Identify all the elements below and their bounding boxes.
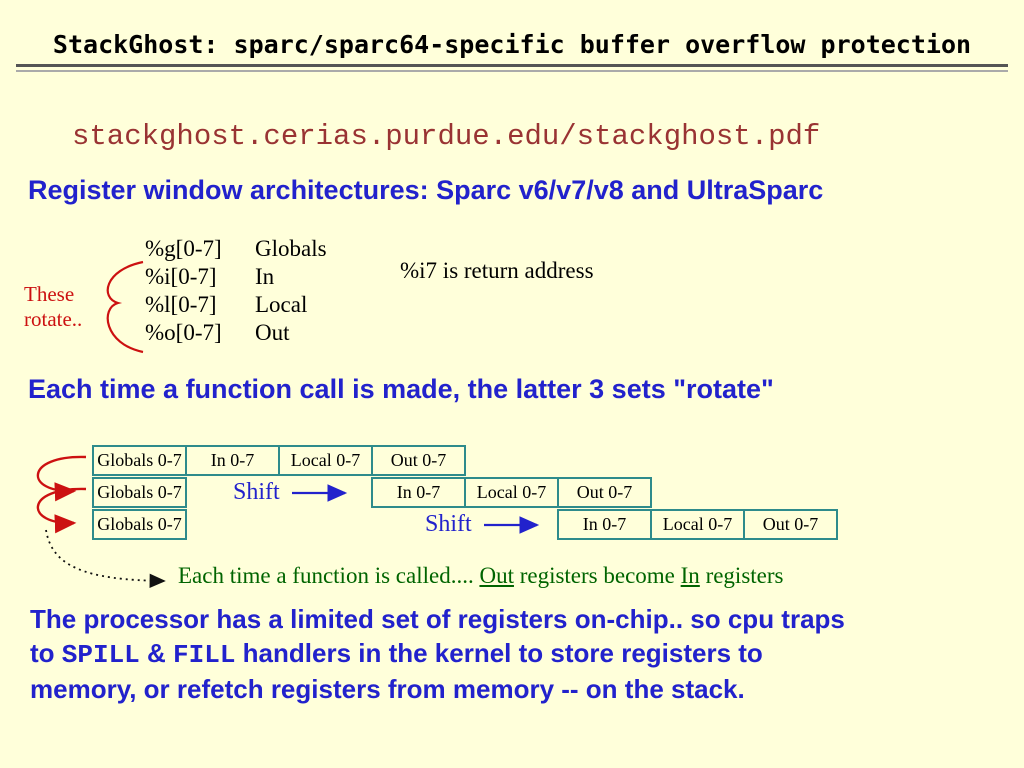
fill-keyword: FILL (173, 640, 236, 670)
register-desc: Local (255, 292, 308, 317)
register-row-local: %l[0-7] Local (145, 291, 327, 319)
para-text: & (139, 638, 174, 668)
caption-text: Each time a function is called.... (178, 563, 480, 588)
heading-rotate: Each time a function call is made, the l… (28, 374, 774, 404)
diagram-box-local: Local 0-7 (650, 509, 745, 540)
diagram-box-globals: Globals 0-7 (92, 477, 187, 508)
register-table: %g[0-7] Globals %i[0-7] In %l[0-7] Local %o… (145, 235, 327, 347)
para-text: to (30, 638, 62, 668)
rotate-arrow-icon (36, 487, 87, 534)
these-rotate-label: These rotate.. (24, 282, 83, 331)
return-address-note: %i7 is return address (400, 258, 594, 283)
diagram-box-out: Out 0-7 (743, 509, 838, 540)
register-name: %g[0-7] (145, 236, 222, 261)
shift-label: Shift (425, 511, 472, 537)
diagram-box-in: In 0-7 (557, 509, 652, 540)
para-line3: memory, or refetch registers from memory… (30, 674, 745, 704)
summary-paragraph: The processor has a limited set of regis… (30, 602, 1005, 706)
diagram-box-out: Out 0-7 (557, 477, 652, 508)
diagram-box-in: In 0-7 (185, 445, 280, 476)
slide-title: StackGhost: sparc/sparc64-specific buffe… (52, 30, 972, 59)
diagram-box-local: Local 0-7 (464, 477, 559, 508)
rotation-caption: Each time a function is called.... Out r… (178, 563, 783, 589)
diagram-box-out: Out 0-7 (371, 445, 466, 476)
register-name: %l[0-7] (145, 292, 217, 317)
register-desc: Globals (255, 236, 327, 261)
register-name: %i[0-7] (145, 264, 217, 289)
diagram-box-globals: Globals 0-7 (92, 509, 187, 540)
diagram-box-local: Local 0-7 (278, 445, 373, 476)
register-name: %o[0-7] (145, 320, 222, 345)
paper-url: stackghost.cerias.purdue.edu/stackghost.… (72, 120, 821, 153)
brace-icon (106, 260, 144, 354)
para-line1: The processor has a limited set of regis… (30, 604, 845, 634)
rotate-arrow-icon (36, 455, 87, 502)
caption-text: registers become (513, 563, 681, 588)
title-rule (16, 64, 1008, 72)
diagram-box-globals: Globals 0-7 (92, 445, 187, 476)
para-line2: to SPILL & FILL handlers in the kernel t… (30, 636, 1005, 672)
diagram-box-in: In 0-7 (371, 477, 466, 508)
spill-keyword: SPILL (61, 640, 140, 670)
register-row-globals: %g[0-7] Globals (145, 235, 327, 263)
register-desc: Out (255, 320, 290, 345)
register-row-in: %i[0-7] In (145, 263, 327, 291)
para-text: handlers in the kernel to store register… (235, 638, 763, 668)
caption-text: registers (699, 563, 784, 588)
caption-underline-in: In (680, 563, 700, 588)
register-row-out: %o[0-7] Out (145, 319, 327, 347)
register-desc: In (255, 264, 275, 289)
caption-underline-out: Out (479, 563, 514, 588)
shift-label: Shift (233, 479, 280, 505)
heading-register-windows: Register window architectures: Sparc v6/… (28, 175, 824, 205)
